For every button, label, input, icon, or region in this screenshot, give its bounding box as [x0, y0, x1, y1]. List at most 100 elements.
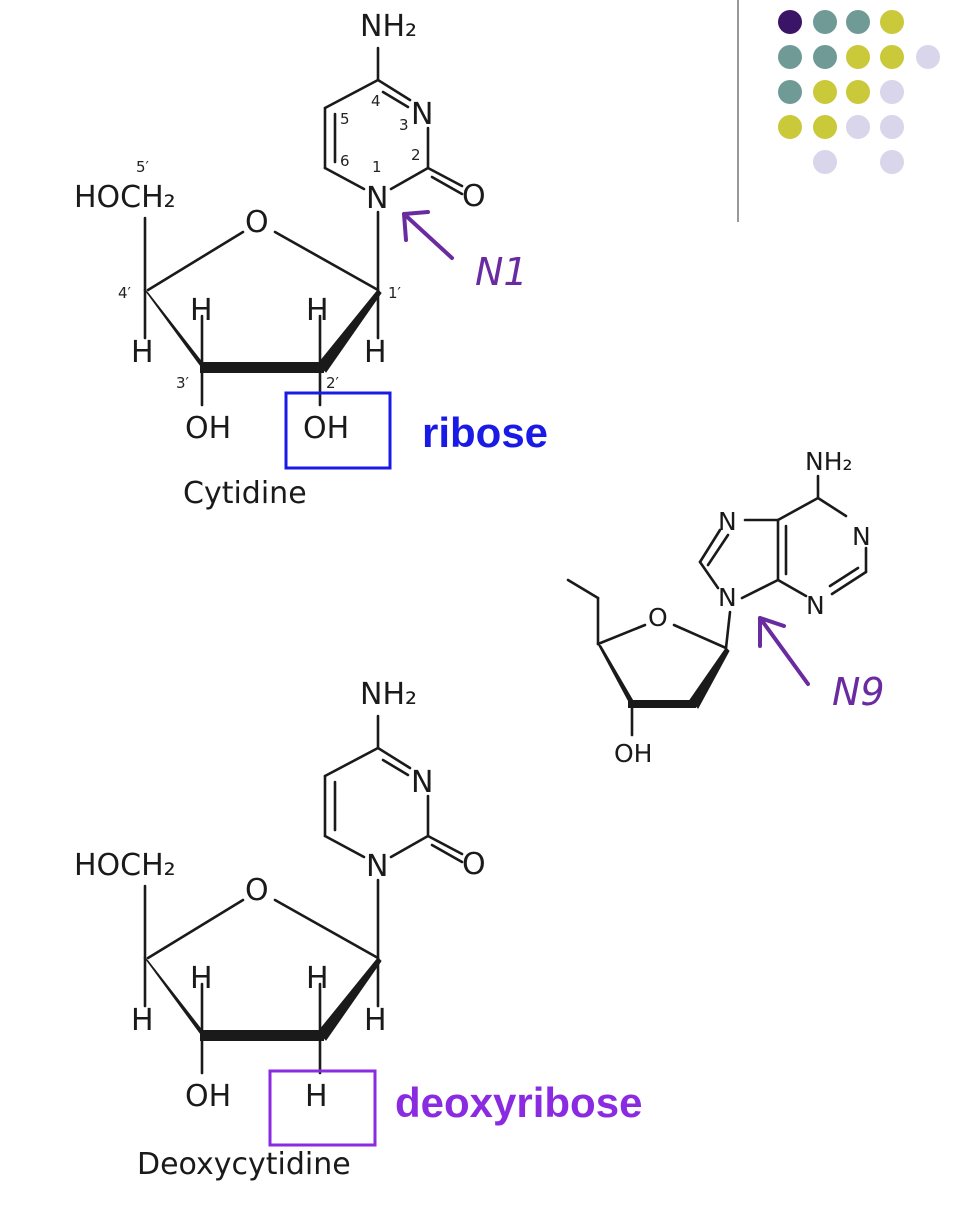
bond: [776, 578, 808, 598]
dot: [880, 10, 904, 34]
bond: [381, 758, 410, 777]
bond: [698, 560, 720, 590]
bond: [698, 528, 722, 564]
ring-n1-label: N: [366, 849, 388, 884]
bond: [706, 533, 730, 567]
position-2-prime: 2′: [326, 374, 340, 392]
n1-label: N: [852, 522, 871, 551]
bond: [816, 496, 848, 518]
bond: [740, 578, 780, 600]
bond: [323, 746, 380, 778]
position-3-prime: 3′: [176, 374, 190, 392]
ring-o-label: O: [245, 205, 269, 240]
cytidine-caption: Cytidine: [183, 476, 307, 511]
n9-arrow: [758, 616, 810, 686]
bond: [323, 78, 380, 110]
carbonyl-o-label: O: [462, 179, 486, 214]
bond: [426, 834, 464, 856]
dot: [880, 45, 904, 69]
position-1: 1: [372, 158, 382, 176]
wedge-bond: [200, 362, 324, 373]
n7-label: N: [718, 507, 737, 536]
amine-label: NH₂: [805, 447, 853, 476]
bond: [376, 78, 412, 102]
wedge-bond: [317, 289, 382, 373]
bond: [146, 898, 245, 960]
wedge-bond: [628, 700, 696, 708]
n9-label: N: [718, 583, 737, 612]
bond: [389, 834, 430, 859]
ring-n1-label: N: [366, 181, 388, 216]
wedge-bond: [317, 957, 382, 1041]
dot: [846, 115, 870, 139]
dot: [778, 115, 802, 139]
dot: [813, 150, 837, 174]
ring-n3-label: N: [411, 97, 433, 132]
hoch2-label: HOCH₂: [74, 848, 176, 883]
wedge-bond: [689, 647, 730, 709]
bond: [323, 834, 366, 859]
n1-annotation-label: N1: [475, 250, 528, 294]
dot: [880, 115, 904, 139]
bond: [430, 175, 464, 196]
dot: [880, 80, 904, 104]
deoxyribose-highlight-box: [268, 1069, 377, 1147]
dot: [813, 115, 837, 139]
dot: [846, 45, 870, 69]
position-5-prime: 5′: [136, 158, 150, 176]
ribose-highlight-box: [284, 391, 392, 470]
h-3-label: H: [190, 293, 213, 328]
h-2-top-label: H: [306, 961, 329, 996]
dot: [813, 45, 837, 69]
dot: [846, 80, 870, 104]
deoxycytidine-caption: Deoxycytidine: [137, 1147, 351, 1182]
bond: [323, 166, 366, 191]
decorative-dot-grid: [737, 0, 940, 222]
position-2: 2: [411, 146, 421, 164]
hoch2-label: HOCH₂: [74, 180, 176, 215]
h-left-label: H: [131, 335, 154, 370]
oh-2-label: OH: [303, 411, 349, 446]
position-6: 6: [340, 152, 350, 170]
dot: [778, 45, 802, 69]
position-3: 3: [399, 116, 409, 134]
deoxyribose-label: deoxyribose: [395, 1079, 642, 1126]
bond: [273, 898, 380, 960]
dot: [916, 45, 940, 69]
bond: [376, 746, 412, 770]
h-1-label: H: [364, 1003, 387, 1038]
position-4-prime: 4′: [118, 284, 132, 302]
bond: [566, 578, 600, 600]
bond: [426, 166, 464, 188]
position-1-prime: 1′: [388, 284, 402, 302]
position-4: 4: [371, 92, 381, 110]
bond: [430, 843, 464, 864]
ring-o-label: O: [648, 603, 668, 632]
bond: [389, 166, 430, 191]
oh-3-label: OH: [185, 411, 231, 446]
n1-arrow: [402, 212, 454, 260]
ribose-label: ribose: [422, 409, 548, 456]
dot: [813, 80, 837, 104]
oh-label: OH: [614, 739, 652, 768]
arrow-head-icon: [402, 210, 430, 242]
bond: [273, 230, 380, 292]
cytidine-structure: NH₂ N N O 4 5 3 2 6 1 O HOCH₂ 5′ 4′ 3′ 2…: [74, 9, 486, 511]
h-2-label: H: [306, 293, 329, 328]
bond: [830, 570, 868, 596]
bond: [828, 566, 860, 588]
dot: [880, 150, 904, 174]
bond: [724, 610, 732, 650]
dot: [846, 10, 870, 34]
h-1-label: H: [364, 335, 387, 370]
wedge-bond: [597, 643, 637, 707]
h-3-label: H: [190, 961, 213, 996]
n3-label: N: [806, 591, 825, 620]
ring-n3-label: N: [411, 765, 433, 800]
dot: [778, 80, 802, 104]
bond: [776, 496, 820, 522]
deoxyadenosine-structure: NH₂ N N N N O OH: [566, 447, 871, 768]
deoxycytidine-structure: NH₂ N N O O HOCH₂ H H H H OH H Deoxycyti…: [74, 677, 486, 1182]
bond: [596, 623, 647, 646]
